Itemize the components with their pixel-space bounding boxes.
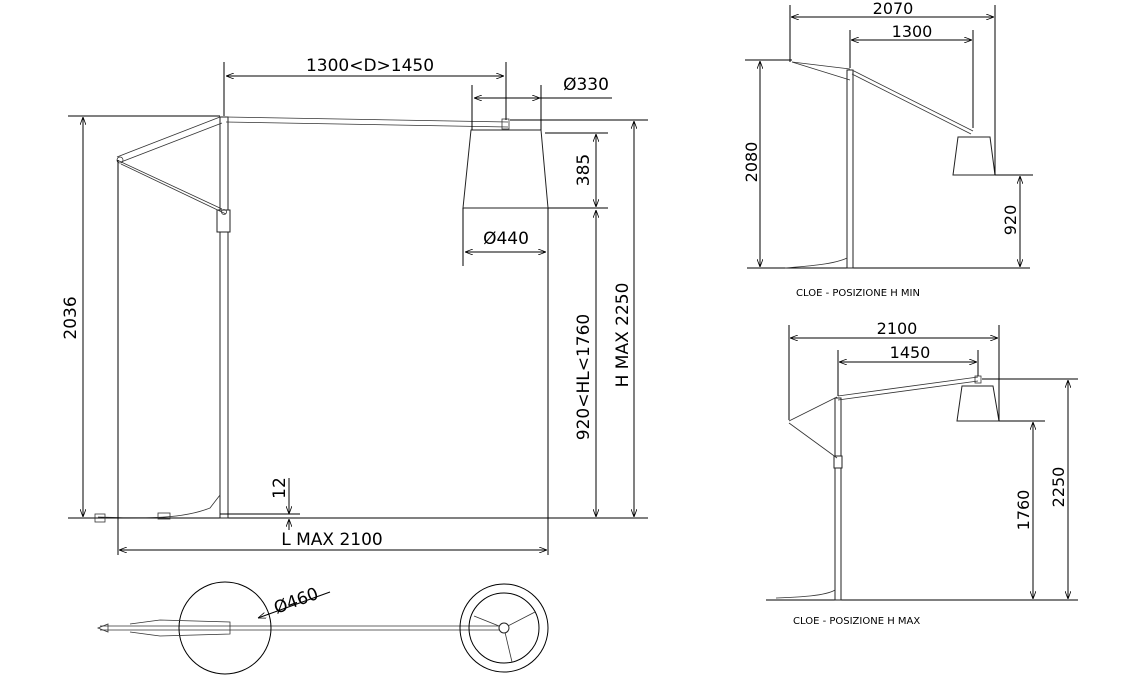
min-caption: CLOE - POSIZIONE H MIN [796, 288, 920, 299]
max-dim-height: 2250 [1049, 467, 1068, 508]
dim-base-diameter: Ø460 [271, 584, 321, 618]
shade-outer-circle [459, 583, 549, 673]
min-position-view: 2070 1300 2080 920 CLOE - POSIZIONE H MI… [742, 0, 1033, 299]
dim-base-thickness: 12 [270, 477, 290, 499]
max-dim-shade-height: 1760 [1014, 490, 1033, 531]
max-position-view: 2100 1450 1760 2250 CLOE - POSIZIONE H M… [766, 319, 1078, 627]
dim-shade-height: 385 [574, 154, 594, 186]
min-dim-reach: 1300 [892, 22, 933, 41]
dim-shade-height-range: 920<HL<1760 [574, 314, 594, 440]
min-dim-total-length: 2070 [873, 0, 914, 18]
lamp-pole [219, 116, 229, 519]
dim-arm-reach: 1300<D>1450 [306, 56, 434, 76]
min-dim-shade-height: 920 [1001, 205, 1020, 236]
max-dim-reach: 1450 [890, 343, 931, 362]
base-circle [178, 581, 272, 675]
pole-sleeve [216, 209, 231, 233]
plan-view: Ø460 [96, 581, 549, 675]
dim-shade-bottom: Ø440 [483, 229, 529, 249]
dim-shade-top: Ø330 [563, 75, 609, 95]
lamp-arm [116, 116, 510, 215]
lamp-shade [462, 129, 549, 209]
dim-max-height: H MAX 2250 [613, 283, 633, 388]
max-caption: CLOE - POSIZIONE H MAX [793, 616, 920, 627]
shade-inner-circle [468, 592, 540, 664]
dim-max-length: L MAX 2100 [281, 530, 383, 550]
min-dim-height: 2080 [742, 142, 761, 183]
dim-pivot-height: 2036 [61, 296, 81, 339]
main-elevation-view: 1300<D>1450 Ø330 385 Ø440 920<HL<1760 H … [61, 56, 648, 555]
max-dim-total-length: 2100 [877, 319, 918, 338]
power-cable [94, 494, 221, 523]
